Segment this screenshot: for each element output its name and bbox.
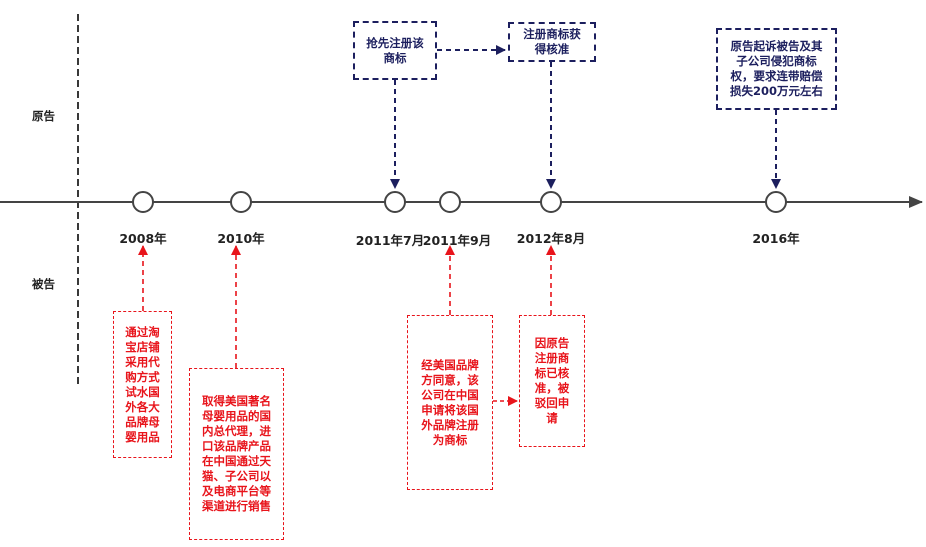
- plaintiff-event-box-2: 注册商标获 得核准: [508, 22, 596, 62]
- year-label-2012-08: 2012年8月: [516, 231, 586, 246]
- timeline-node-2011-09: [439, 191, 461, 213]
- timeline-node-2008: [132, 191, 154, 213]
- year-label-2008: 2008年: [119, 231, 167, 246]
- lane-label-defendant: 被告: [32, 277, 55, 291]
- defendant-event-box-3: 经美国品牌 方同意，该 公司在中国 申请将该国 外品牌注册 为商标: [407, 315, 493, 490]
- timeline-node-2011-07: [384, 191, 406, 213]
- year-label-2011-07: 2011年7月: [355, 233, 425, 248]
- timeline-node-2010: [230, 191, 252, 213]
- lane-label-plaintiff: 原告: [32, 109, 55, 123]
- defendant-event-box-1: 通过淘 宝店铺 采用代 购方式 试水国 外各大 品牌母 婴用品: [113, 311, 172, 458]
- defendant-event-box-4: 因原告 注册商 标已核 准，被 驳回申 请: [519, 315, 585, 447]
- year-label-2011-09: 2011年9月: [422, 233, 492, 248]
- timeline-node-2016: [765, 191, 787, 213]
- timeline-node-2012-08: [540, 191, 562, 213]
- plaintiff-event-box-1: 抢先注册该 商标: [353, 21, 437, 80]
- year-label-2010: 2010年: [217, 231, 265, 246]
- plaintiff-event-box-3: 原告起诉被告及其 子公司侵犯商标 权，要求连带赔偿 损失200万元左右: [716, 28, 837, 110]
- defendant-event-box-2: 取得美国著名 母婴用品的国 内总代理，进 口该品牌产品 在中国通过天 猫、子公司…: [189, 368, 284, 540]
- year-label-2016: 2016年: [752, 231, 800, 246]
